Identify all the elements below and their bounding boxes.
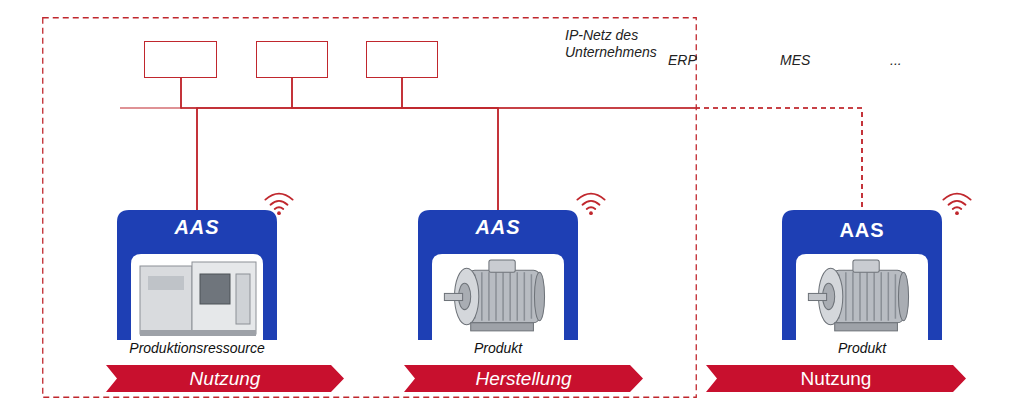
network-line: [181, 78, 197, 210]
network-connector: [292, 78, 862, 210]
network-line: [695, 108, 862, 210]
system-label: ...: [890, 52, 1005, 69]
network-line: [402, 78, 695, 108]
dashed-boundary-line: [43, 18, 697, 398]
boundary-label: IP-Netz des Unternehmens: [565, 27, 680, 61]
network-line: [402, 78, 498, 210]
network-line: [181, 78, 695, 108]
wireless-symbol: [577, 194, 604, 215]
network-connector: [292, 78, 498, 210]
system-box: ERP: [144, 41, 217, 78]
asset-caption: Produkt: [752, 340, 972, 356]
phase-label: Nutzung: [706, 365, 966, 392]
network-line: [181, 78, 498, 210]
network-connector: [181, 78, 197, 210]
asset-administration-shell: AASProdukt: [782, 210, 942, 360]
phase-band: Herstellung: [404, 365, 643, 392]
system-label: MES: [780, 52, 895, 69]
network-line: [695, 108, 862, 210]
asset-caption: Produktionsressource: [87, 340, 307, 357]
network-line: [197, 78, 292, 210]
bus-stub: [120, 107, 182, 108]
chevron-band-shape: [404, 365, 643, 392]
network-line: [695, 108, 862, 210]
shell-arch-shape: [782, 210, 942, 340]
phase-band: Nutzung: [706, 365, 966, 392]
wireless-symbol: [265, 194, 292, 215]
network-connector: [402, 78, 862, 210]
asset-caption: Produkt: [388, 340, 608, 357]
network-line: [292, 78, 695, 108]
asset-administration-shell: AASProduktionsressource: [117, 210, 277, 360]
network-connector: [197, 78, 402, 210]
phase-label: Herstellung: [404, 365, 643, 392]
system-box: ...: [366, 41, 438, 78]
shell-arch-shape: [418, 210, 578, 340]
network-connector: [181, 78, 862, 210]
phase-label: Nutzung: [106, 365, 344, 392]
asset-administration-shell: AASProdukt: [418, 210, 578, 360]
shell-label: AAS: [418, 219, 578, 236]
system-box: MES: [256, 41, 328, 78]
wireless-symbol: [943, 194, 970, 215]
shell-label: AAS: [117, 219, 277, 236]
motor-illustration: [444, 260, 544, 331]
network-connector: [197, 78, 292, 210]
network-connector: [402, 78, 498, 210]
chevron-band-shape: [706, 365, 966, 392]
phase-band: Nutzung: [106, 365, 344, 392]
shell-arch-shape: [117, 210, 277, 340]
shell-label: AAS: [782, 219, 942, 242]
network-line: [197, 78, 402, 210]
network-connector: [181, 78, 498, 210]
motor-illustration: [808, 260, 908, 331]
network-boundary: IP-Netz des UnternehmensERPMES...AASProd…: [42, 17, 697, 398]
chevron-band-shape: [106, 365, 344, 392]
network-line: [292, 78, 498, 210]
machine-illustration: [140, 262, 256, 336]
system-label: ERP: [668, 52, 783, 69]
